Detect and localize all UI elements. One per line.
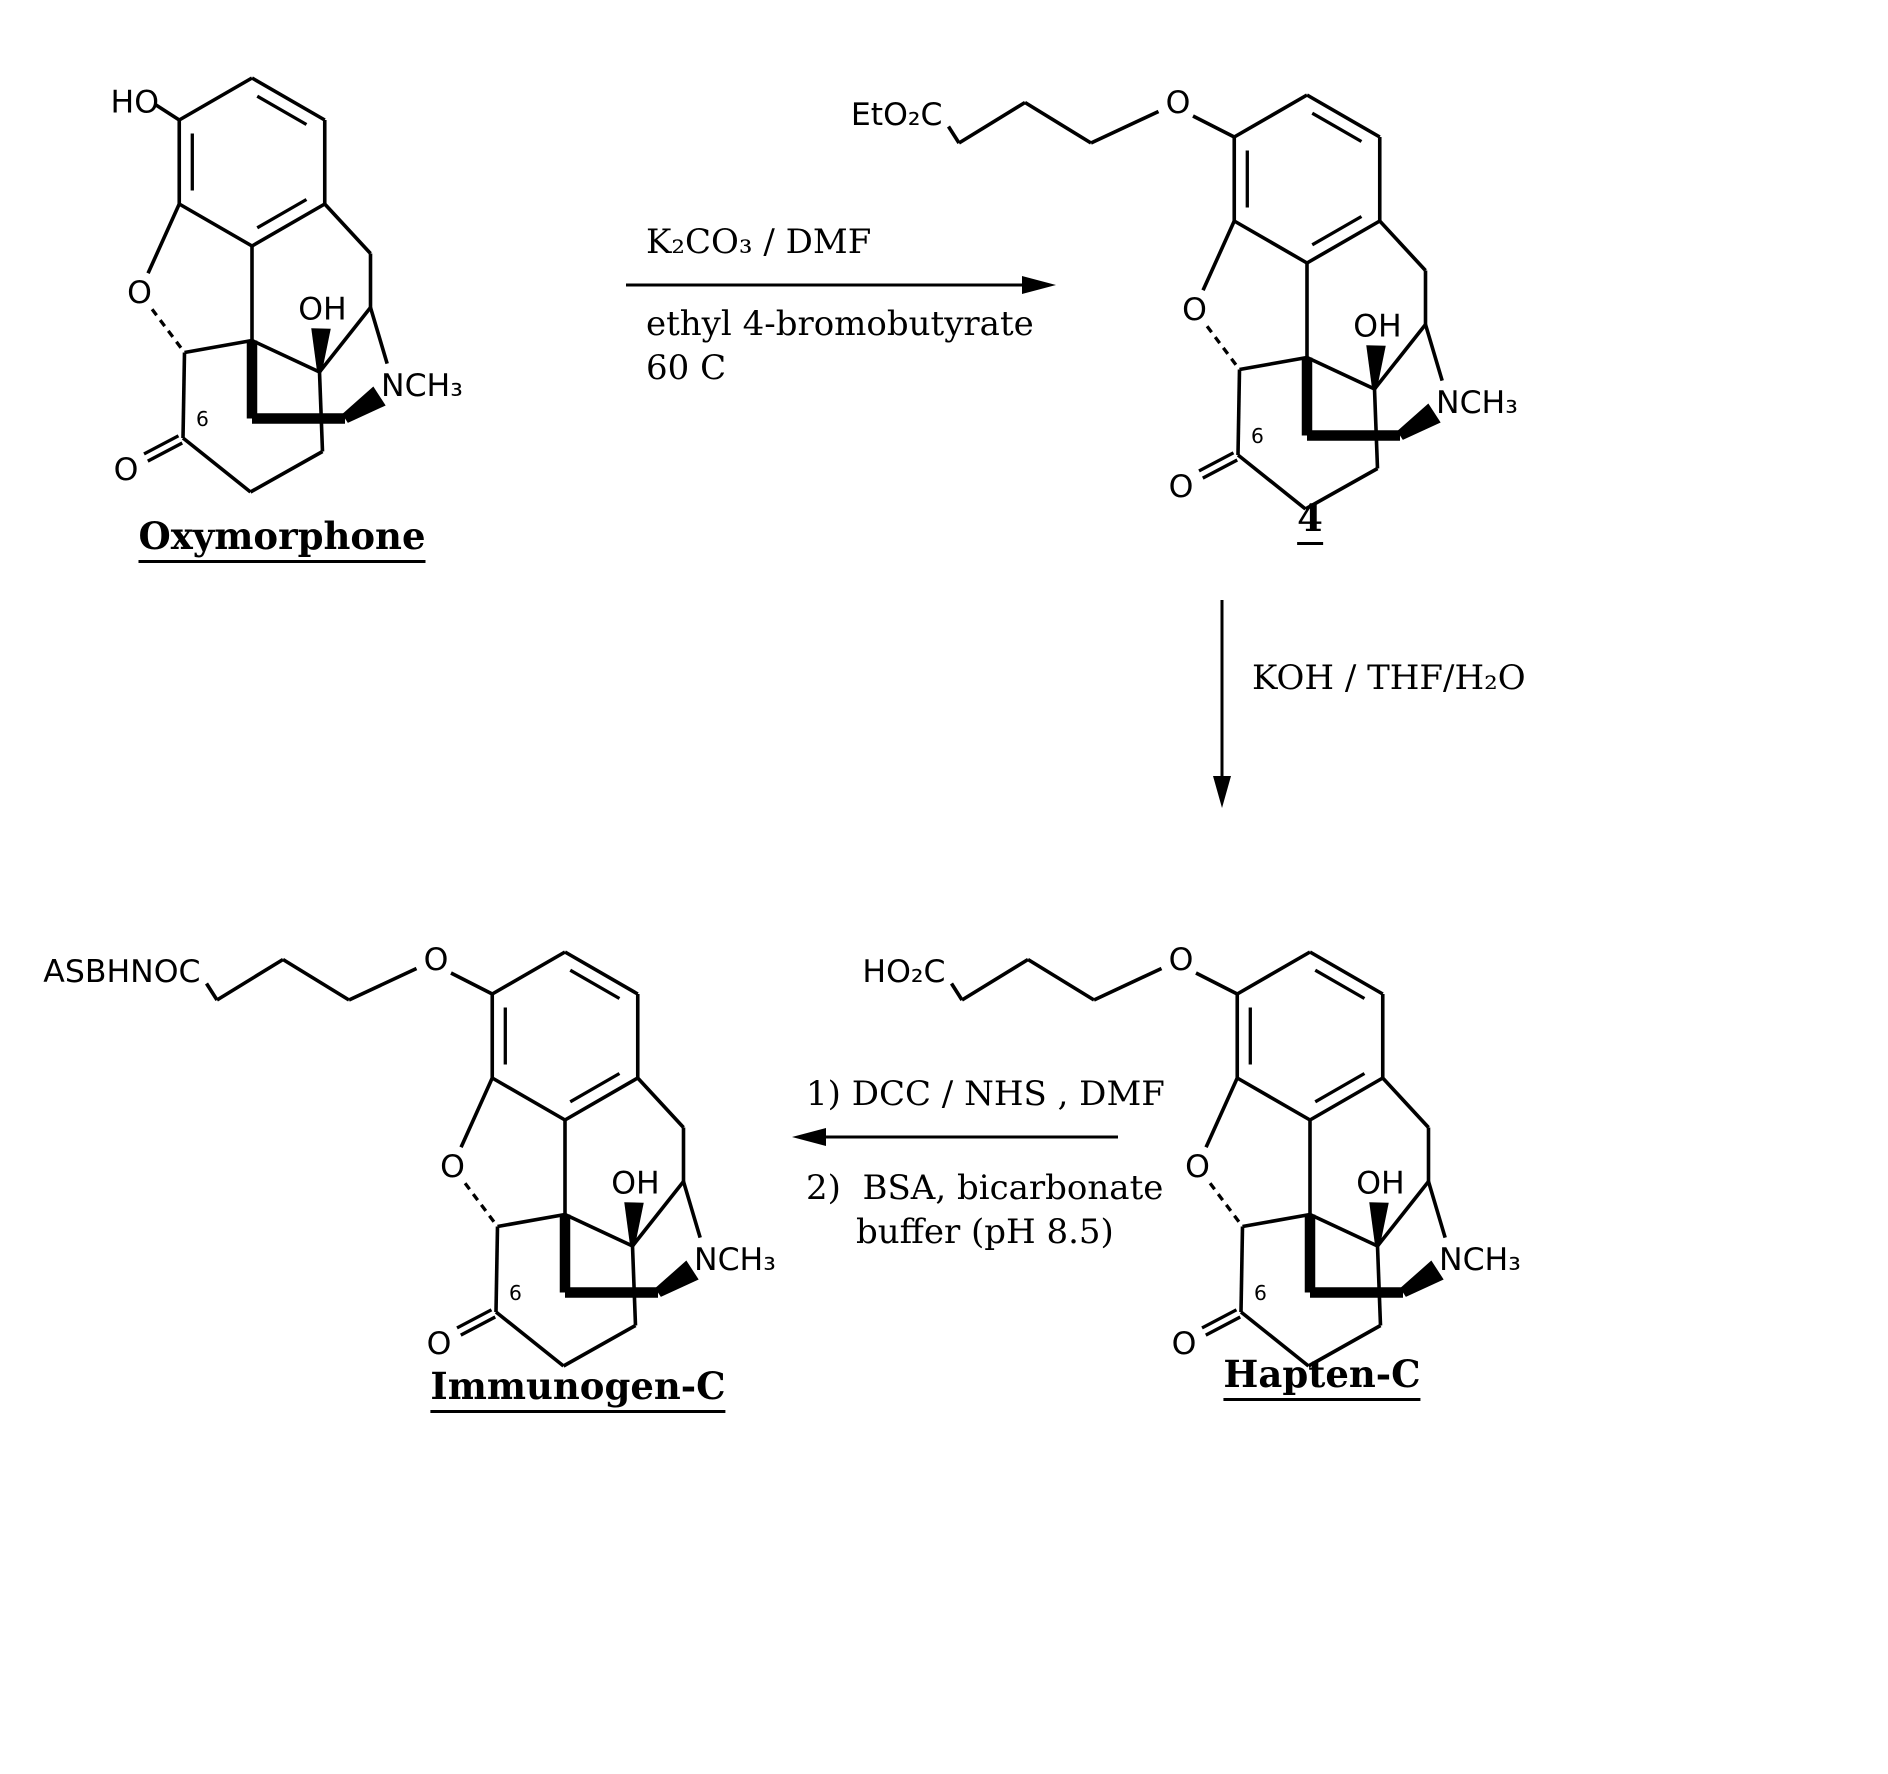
atom-label-phenol: HO [111,85,159,121]
arrowhead-down-icon [1213,776,1231,808]
atom-label-chain-terminal: HO₂C [862,954,945,990]
reaction-arrow-step-1 [626,276,1056,294]
atom-label-ketone-oxygen: O [1169,469,1194,505]
compound-name-text: Immunogen-C [430,1364,726,1413]
compound-name-text: 4 [1297,496,1323,545]
bond-skeleton: O OH NCH₃ O 6 HO [111,76,463,494]
reagent-step1-above: K₂CO₃ / DMF [646,222,872,262]
atom-label-ether-oxygen: O [424,942,449,978]
arrowhead-left-icon [792,1128,826,1146]
molecule-drawing: O OH NCH₃ O 6 HO [111,76,463,494]
compound-name-immunogen-c: Immunogen-C [430,1364,726,1413]
atom-label-ketone-oxygen: O [427,1326,452,1362]
atom-label-ether-oxygen: O [1169,942,1194,978]
compound-name-hapten-c: Hapten-C [1223,1352,1421,1401]
atom-label-n-methyl: NCH₃ [1439,1242,1521,1278]
atom-label-furan-oxygen: O [1182,292,1207,328]
atom-label-n-methyl: NCH₃ [381,368,463,404]
arrowhead-right-icon [1022,276,1056,294]
reagent-step3-above: 1) DCC / NHS , DMF [806,1074,1165,1114]
structure-oxymorphone: O OH NCH₃ O 6 HO [57,36,537,561]
atom-label-n-methyl: NCH₃ [1436,385,1518,421]
atom-label-furan-oxygen: O [440,1149,465,1185]
compound-name-text: Hapten-C [1223,1352,1421,1401]
reagent-step1-below-line2: 60 C [646,348,727,388]
reagent-step1-below-line1: ethyl 4-bromobutyrate [646,304,1034,344]
atom-label-hydroxyl: OH [298,292,346,328]
reagent-step3-below-line2: buffer (pH 8.5) [856,1212,1114,1252]
atom-label-furan-oxygen: O [1185,1149,1210,1185]
reagent-step3-below-line1: 2) BSA, bicarbonate [806,1168,1164,1208]
atom-label-hydroxyl: OH [1353,309,1401,345]
atom-label-locant-6: 6 [509,1281,522,1305]
compound-name-text: Oxymorphone [138,514,426,563]
reaction-arrow-step-3 [792,1128,1118,1146]
atom-label-ketone-oxygen: O [1172,1326,1197,1362]
atom-label-n-methyl: NCH₃ [694,1242,776,1278]
atom-label-locant-6: 6 [1254,1281,1267,1305]
atom-label-ether-oxygen: O [1166,85,1191,121]
atom-label-hydroxyl: OH [611,1166,659,1202]
atom-label-ketone-oxygen: O [114,452,139,488]
atom-label-chain-terminal: ASBHNOC [43,954,200,990]
reaction-arrow-step-2 [1213,600,1231,808]
compound-name-4: 4 [1297,496,1323,545]
atom-label-hydroxyl: OH [1356,1166,1404,1202]
atom-label-furan-oxygen: O [127,275,152,311]
atom-label-chain-terminal: EtO₂C [851,97,943,133]
atom-label-locant-6: 6 [196,407,209,431]
reagent-step2-right: KOH / THF/H₂O [1252,658,1526,698]
atom-label-locant-6: 6 [1251,424,1264,448]
compound-name-oxymorphone: Oxymorphone [138,514,426,563]
